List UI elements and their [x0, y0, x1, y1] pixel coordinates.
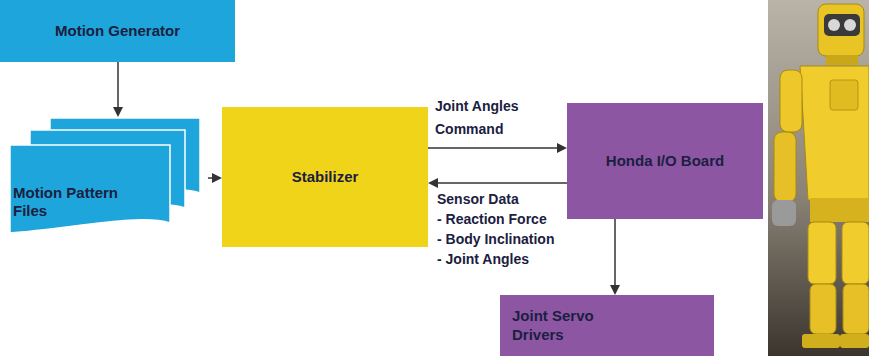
signal-arrow: [208, 173, 222, 183]
process-box: Motion Generator: [0, 0, 235, 62]
photo-ground: [768, 0, 869, 356]
signal-arrow: [428, 178, 567, 188]
arrow-head: [610, 285, 620, 295]
arrow-line: [428, 147, 558, 149]
signal-item: - Joint Angles: [437, 250, 529, 270]
edge-label: Joint Angles Command: [435, 95, 545, 141]
arrow-head: [428, 178, 438, 188]
process-box: Joint Servo Drivers: [500, 295, 714, 356]
arrow-head: [557, 143, 567, 153]
node-text: Motion Pattern Files: [13, 184, 143, 222]
node-text: Honda I/O Board: [606, 152, 724, 171]
node-text: Motion Generator: [55, 22, 180, 41]
signal-arrow: [428, 143, 567, 153]
process-box: Stabilizer: [222, 107, 428, 247]
arrow-head: [113, 107, 123, 117]
signal-arrow: [610, 219, 620, 295]
node-text: Joint Servo Drivers: [512, 307, 612, 345]
document-page: [10, 145, 170, 233]
document-stack: Motion Pattern Files: [8, 117, 208, 235]
node-text: Stabilizer: [292, 168, 359, 187]
process-box: Honda I/O Board: [567, 103, 763, 219]
arrow-line: [117, 62, 119, 108]
signal-item: - Body Inclination: [437, 230, 554, 250]
arrow-line: [437, 182, 567, 184]
signal-item: - Reaction Force: [437, 210, 547, 230]
arrow-line: [614, 219, 616, 286]
robot-figure: [772, 4, 869, 348]
signal-arrow: [113, 62, 123, 117]
arrow-head: [212, 173, 222, 183]
edge-label: Sensor Data: [437, 190, 519, 210]
